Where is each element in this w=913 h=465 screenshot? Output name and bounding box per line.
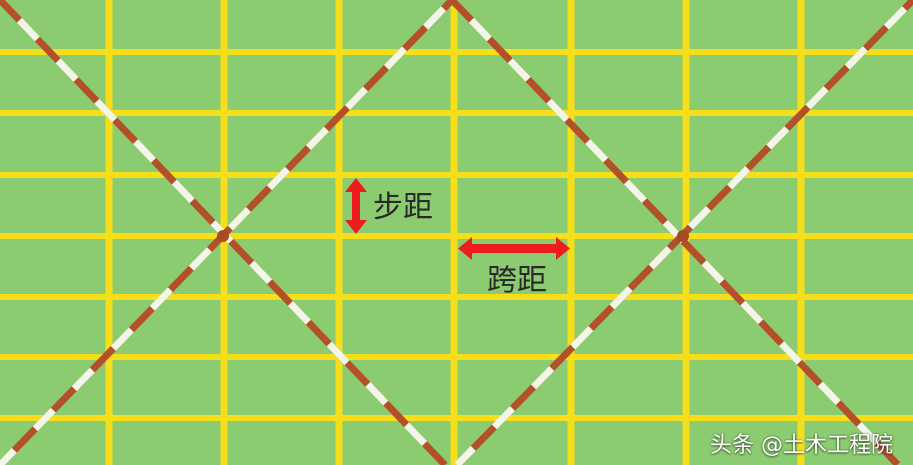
watermark: 头条 @土木工程院 [710,433,893,458]
span-distance-label: 跨距 [487,263,547,298]
horizontal-grid-lines [0,49,913,421]
vertical-double-arrow-icon [345,178,367,234]
horizontal-double-arrow-icon [458,237,570,260]
brace-node [217,230,229,242]
brace-node [677,230,689,242]
brace-3 [449,0,901,465]
step-distance-label: 步距 [373,190,433,225]
